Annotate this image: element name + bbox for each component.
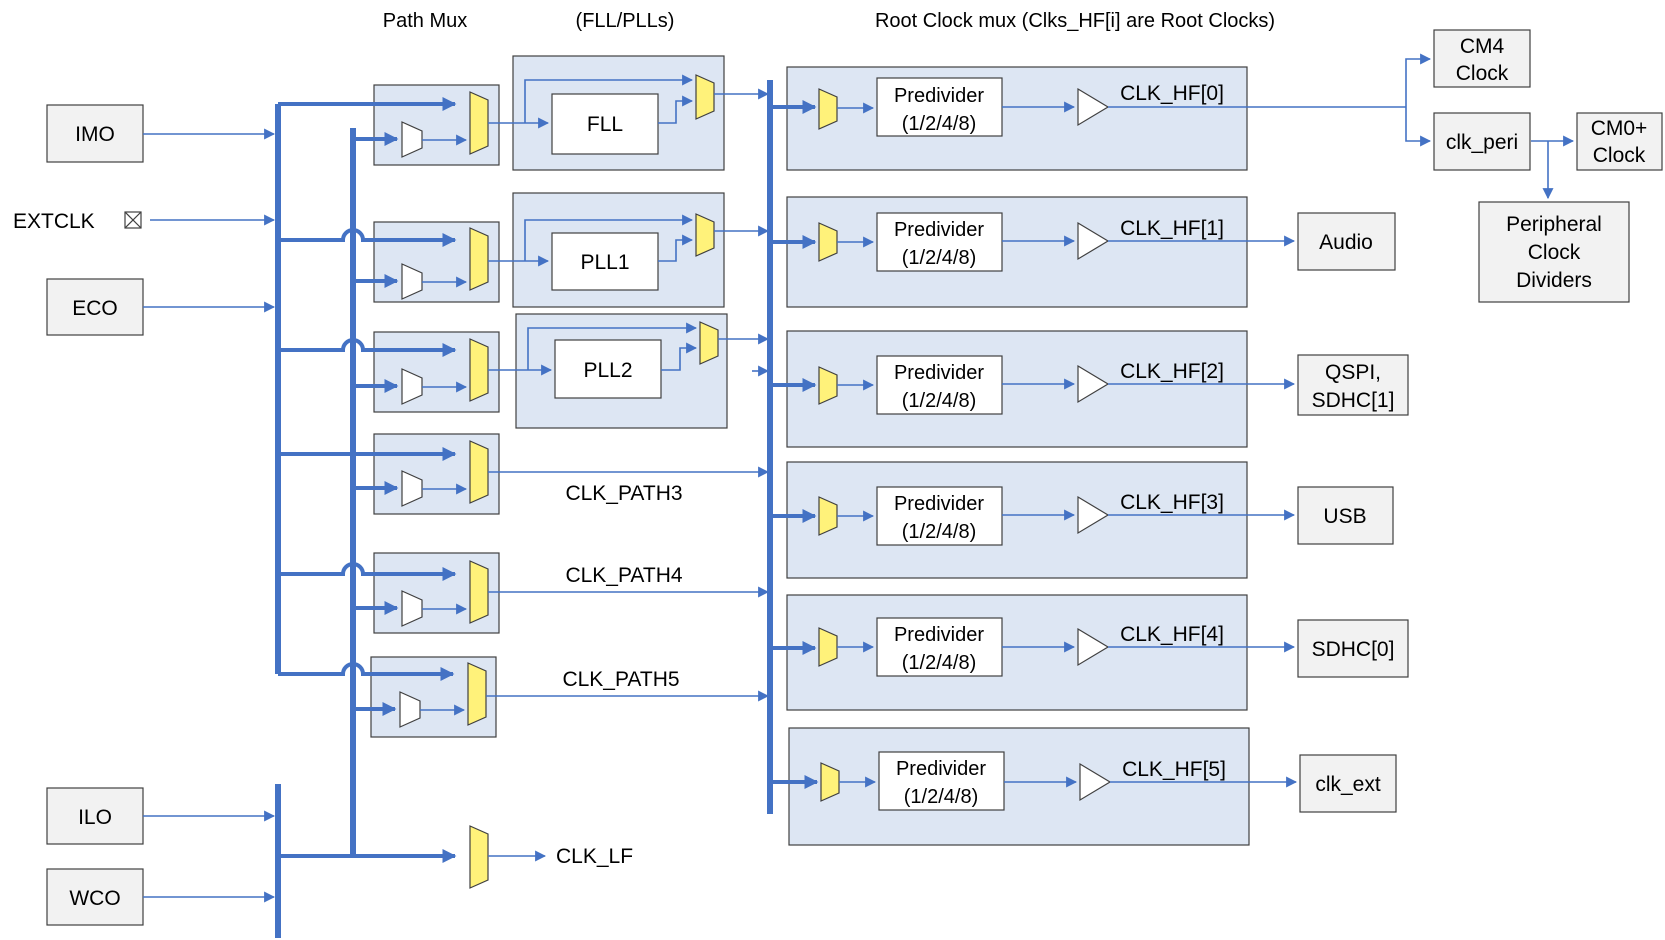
svg-text:(1/2/4/8): (1/2/4/8)	[902, 113, 976, 135]
audio-box: Audio	[1297, 212, 1396, 271]
svg-text:EXTCLK: EXTCLK	[13, 210, 95, 233]
source-eco: ECO	[46, 278, 144, 336]
clk-peri-box: clk_peri	[1433, 112, 1531, 171]
svg-text:Predivider: Predivider	[894, 219, 984, 241]
peripheral-clock-dividers-box: Peripheral Clock Dividers	[1478, 201, 1630, 303]
source-connectors	[143, 128, 276, 903]
path-mux-1	[401, 227, 489, 300]
path-mux-5	[399, 662, 487, 728]
svg-text:ECO: ECO	[72, 297, 118, 320]
svg-text:CM0+: CM0+	[1591, 117, 1648, 140]
svg-text:clk_ext: clk_ext	[1315, 773, 1381, 796]
svg-text:CLK_HF[5]: CLK_HF[5]	[1122, 758, 1226, 781]
root-clock-5: Predivider (1/2/4/8) CLK_HF[5]	[770, 751, 1298, 811]
svg-text:WCO: WCO	[69, 887, 120, 910]
root-clock-3: Predivider (1/2/4/8) CLK_HF[3]	[770, 486, 1296, 546]
svg-text:FLL: FLL	[587, 113, 623, 136]
path-mux-groups	[370, 84, 500, 738]
svg-text:CLK_PATH3: CLK_PATH3	[565, 482, 682, 505]
svg-text:(1/2/4/8): (1/2/4/8)	[902, 390, 976, 412]
header-root-clock-mux: Root Clock mux (Clks_HF[i] are Root Cloc…	[875, 10, 1275, 32]
svg-text:Predivider: Predivider	[894, 493, 984, 515]
source-imo: IMO	[46, 104, 144, 163]
path-mux-0	[401, 91, 489, 158]
path-mux-3	[401, 440, 489, 507]
svg-text:QSPI,: QSPI,	[1325, 361, 1381, 384]
usb-box: USB	[1297, 486, 1394, 545]
svg-text:IMO: IMO	[75, 123, 115, 146]
root-clock-0: Predivider (1/2/4/8) CLK_HF[0]	[770, 77, 1406, 137]
pll2-block: PLL2	[488, 321, 770, 399]
source-extclk: EXTCLK	[13, 210, 142, 233]
svg-text:CLK_HF[0]: CLK_HF[0]	[1120, 82, 1224, 105]
svg-text:Clock: Clock	[1456, 62, 1509, 85]
svg-text:Predivider: Predivider	[894, 624, 984, 646]
x-box-icon	[124, 211, 142, 229]
clk-path-4: CLK_PATH4	[488, 564, 770, 598]
cm-distribution	[1405, 53, 1575, 200]
pll1-block: PLL1	[488, 213, 770, 291]
svg-text:CM4: CM4	[1460, 35, 1505, 58]
svg-text:Audio: Audio	[1319, 231, 1373, 254]
svg-text:(1/2/4/8): (1/2/4/8)	[902, 521, 976, 543]
svg-text:CLK_PATH5: CLK_PATH5	[562, 668, 679, 691]
clk-lf-label: CLK_LF	[556, 845, 633, 868]
clk-path-5: CLK_PATH5	[486, 668, 770, 702]
root-clock-1: Predivider (1/2/4/8) CLK_HF[1]	[770, 212, 1296, 272]
svg-text:SDHC[1]: SDHC[1]	[1312, 389, 1395, 412]
svg-text:CLK_PATH4: CLK_PATH4	[565, 564, 682, 587]
svg-text:CLK_HF[1]: CLK_HF[1]	[1120, 217, 1224, 240]
svg-text:CLK_HF[3]: CLK_HF[3]	[1120, 491, 1224, 514]
svg-text:CLK_HF[2]: CLK_HF[2]	[1120, 360, 1224, 383]
cm4-clock-box: CM4 Clock	[1433, 29, 1531, 88]
path-mux-4	[401, 560, 489, 627]
lf-mux	[469, 825, 547, 889]
root-clock-groups	[786, 66, 1250, 846]
root-clock-4: Predivider (1/2/4/8) CLK_HF[4]	[770, 617, 1296, 677]
svg-text:Predivider: Predivider	[896, 758, 986, 780]
header-fll-plls: (FLL/PLLs)	[576, 10, 675, 32]
svg-text:clk_peri: clk_peri	[1446, 131, 1518, 154]
root-clock-2: Predivider (1/2/4/8) CLK_HF[2]	[770, 355, 1296, 415]
clk-path-3: CLK_PATH3	[488, 466, 770, 505]
svg-text:Dividers: Dividers	[1516, 269, 1592, 292]
svg-text:(1/2/4/8): (1/2/4/8)	[902, 652, 976, 674]
sdhc0-box: SDHC[0]	[1297, 619, 1409, 678]
lf-source-bus	[275, 128, 457, 938]
svg-text:Peripheral: Peripheral	[1506, 213, 1602, 236]
path-mux-2	[401, 338, 489, 405]
svg-text:(1/2/4/8): (1/2/4/8)	[904, 786, 978, 808]
svg-text:Predivider: Predivider	[894, 362, 984, 384]
svg-text:CLK_HF[4]: CLK_HF[4]	[1120, 623, 1224, 646]
svg-text:PLL1: PLL1	[580, 251, 629, 274]
svg-text:Clock: Clock	[1528, 241, 1581, 264]
qspi-sdhc1-box: QSPI, SDHC[1]	[1297, 354, 1409, 416]
svg-text:PLL2: PLL2	[583, 359, 632, 382]
source-wco: WCO	[46, 868, 144, 926]
svg-text:SDHC[0]: SDHC[0]	[1312, 638, 1395, 661]
clk-ext-box: clk_ext	[1299, 754, 1397, 813]
source-ilo: ILO	[46, 787, 144, 845]
header-path-mux: Path Mux	[383, 10, 467, 32]
cm0-clock-box: CM0+ Clock	[1576, 112, 1663, 171]
svg-text:(1/2/4/8): (1/2/4/8)	[902, 247, 976, 269]
svg-text:ILO: ILO	[78, 806, 112, 829]
svg-text:USB: USB	[1323, 505, 1366, 528]
svg-text:Clock: Clock	[1593, 144, 1646, 167]
svg-text:Predivider: Predivider	[894, 85, 984, 107]
fll-block: FLL	[488, 74, 770, 155]
